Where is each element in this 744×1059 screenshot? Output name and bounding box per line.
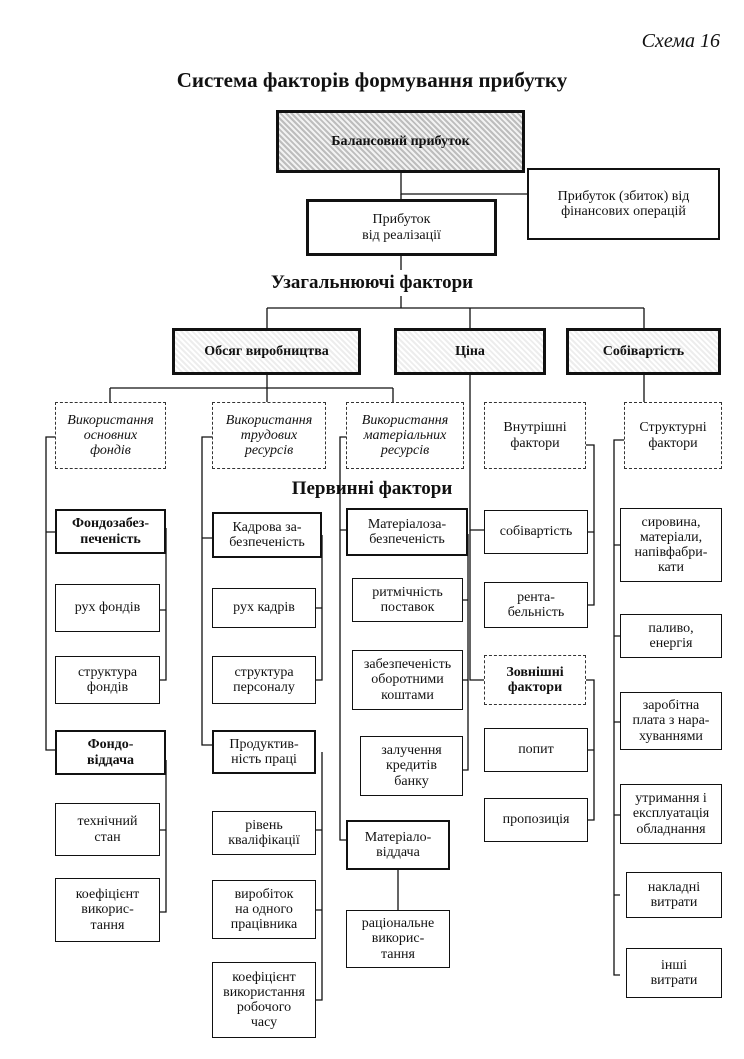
worktime-ratio-box: коефіцієнт використання робочого часу [212,962,316,1038]
delivery-rhythm-box: ритмічність поставок [352,578,463,622]
labor-productivity-box: Продуктив- ність праці [212,730,316,774]
material-supply-box: Матеріалоза- безпеченість [346,508,468,556]
fund-movement-box: рух фондів [55,584,160,632]
bank-credits-box: залучення кредитів банку [360,736,463,796]
material-return-box: Матеріало- віддача [346,820,450,870]
cost-price-factor-box: собівартість [484,510,588,554]
schema-label: Схема 16 [641,30,720,52]
generalizing-factors-header: Узагальнюючі фактори [270,272,474,293]
primary-factors-header: Первинні фактори [291,478,453,499]
working-capital-box: забезпеченість оборотними коштами [352,650,463,710]
demand-box: попит [484,728,588,772]
financial-profit-box: Прибуток (збиток) від фінансових операці… [527,168,720,240]
qualification-level-box: рівень кваліфікації [212,811,316,855]
sales-profit-box: Прибуток від реалізації [306,199,497,256]
wages-box: заробітна плата з нара- хуваннями [620,692,722,750]
supply-box: пропозиція [484,798,588,842]
other-costs-box: інші витрати [626,948,722,998]
material-resources-usage-box: Використання матеріальних ресурсів [346,402,464,469]
equipment-supply-box: Фондозабез- печеність [55,509,166,554]
staff-structure-box: структура персоналу [212,656,316,704]
equipment-maintenance-box: утримання і експлуатація обладнання [620,784,722,844]
diagram-title: Система факторів формування прибутку [176,68,568,92]
staffing-box: Кадрова за- безпеченість [212,512,322,558]
cost-box: Собівартість [566,328,721,375]
output-per-worker-box: виробіток на одного працівника [212,880,316,939]
price-box: Ціна [394,328,546,375]
capital-productivity-box: Фондо- віддача [55,730,166,775]
fixed-assets-usage-box: Використання основних фондів [55,402,166,469]
rational-use-box: раціональне викорис- тання [346,910,450,968]
overhead-costs-box: накладні витрати [626,872,722,918]
fund-structure-box: структура фондів [55,656,160,704]
labor-resources-usage-box: Використання трудових ресурсів [212,402,326,469]
internal-factors-box: Внутрішні фактори [484,402,586,469]
raw-materials-box: сировина, матеріали, напівфабри- кати [620,508,722,582]
technical-condition-box: технічний стан [55,803,160,856]
fuel-energy-box: паливо, енергія [620,614,722,658]
staff-movement-box: рух кадрів [212,588,316,628]
external-factors-box: Зовнішні фактори [484,655,586,705]
usage-ratio-box: коефіцієнт викорис- тання [55,878,160,942]
profitability-box: рента- бельність [484,582,588,628]
structural-factors-box: Структурні фактори [624,402,722,469]
production-volume-box: Обсяг виробництва [172,328,361,375]
balance-profit-box: Балансовий прибуток [276,110,525,173]
